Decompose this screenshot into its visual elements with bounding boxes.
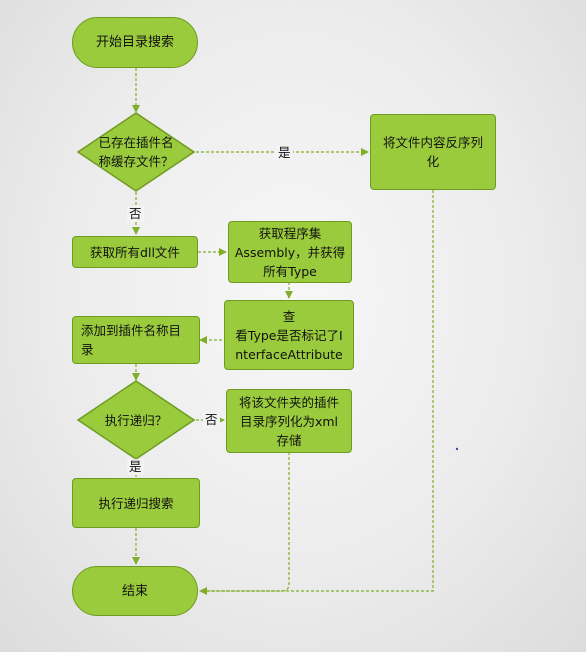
stray-dot bbox=[455, 447, 459, 451]
serialize-xml-node: 将该文件夹的插件 目录序列化为xml 存储 bbox=[226, 389, 352, 453]
get-assembly-node: 获取程序集 Assembly，并获得 所有Type bbox=[228, 221, 352, 283]
cache-check-label: 已存在插件名 称缓存文件？ bbox=[98, 135, 174, 169]
edge-label-recursive-yes: 是 bbox=[127, 459, 144, 475]
end-node: 结束 bbox=[72, 566, 198, 616]
recursive-check-label: 执行递归？ bbox=[104, 412, 168, 428]
recursive-search-node: 执行递归搜索 bbox=[72, 478, 200, 528]
edge-label-recursive-no: 否 bbox=[203, 412, 220, 428]
check-attribute-node: 查 看Type是否标记了I nterfaceAttribute bbox=[224, 300, 354, 370]
cache-check-diamond bbox=[76, 112, 196, 192]
edge-label-cache-no: 否 bbox=[127, 206, 144, 222]
edge-serialize-to-end bbox=[205, 452, 290, 592]
get-dlls-node: 获取所有dll文件 bbox=[72, 236, 198, 268]
add-to-directory-node: 添加到插件名称目 录 bbox=[72, 316, 200, 364]
start-node: 开始目录搜索 bbox=[72, 17, 198, 68]
edge-label-cache-yes: 是 bbox=[276, 145, 293, 161]
deserialize-node: 将文件内容反序列 化 bbox=[370, 114, 496, 190]
